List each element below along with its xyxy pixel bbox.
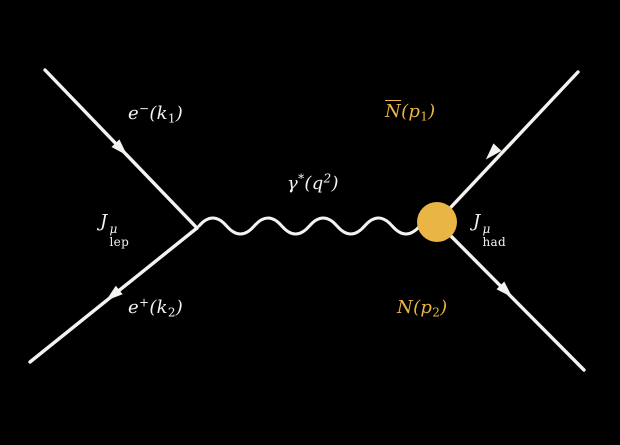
electron-label: e−(k1) <box>128 101 184 126</box>
hadron-current-symbol: J <box>473 211 481 232</box>
positron-arrow <box>105 285 123 301</box>
electron-symbol: e <box>128 103 139 124</box>
antinucleon-line <box>435 70 580 224</box>
nucleon-arrow <box>496 281 513 298</box>
antinucleon-label: N(p1) <box>385 101 436 124</box>
lepton-current-symbol: J <box>100 211 108 232</box>
photon-label: γ*(q2) <box>287 171 339 194</box>
antinucleon-symbol: N <box>385 101 402 122</box>
photon-symbol: γ <box>287 173 299 194</box>
electron-arrow <box>111 139 128 156</box>
positron-symbol: e <box>128 297 139 318</box>
photon-wavy-line <box>197 216 422 236</box>
positron-label: e+(k2) <box>128 295 184 320</box>
hadronic-blob <box>417 202 457 242</box>
antinucleon-arrow <box>485 143 502 160</box>
nucleon-symbol: N <box>397 297 414 318</box>
nucleon-label: N(p2) <box>397 297 448 320</box>
